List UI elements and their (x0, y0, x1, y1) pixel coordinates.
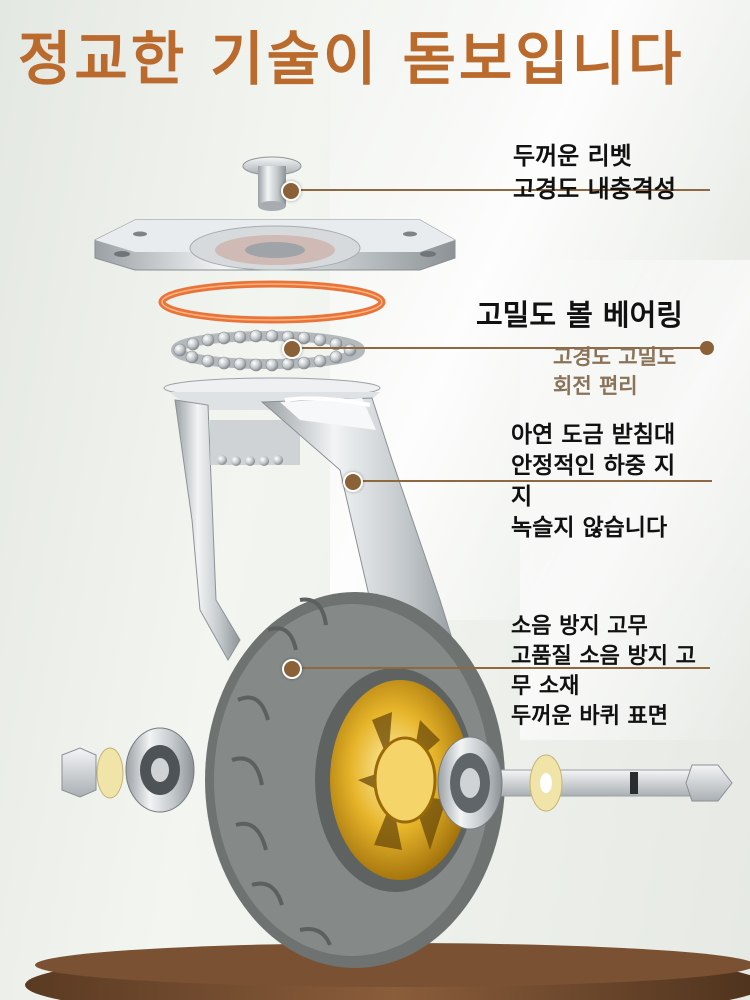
bearing-callout: 고경도 고밀도 회전 편리 (553, 343, 676, 401)
rubber-callout: 소음 방지 고무 고품질 소음 방지 고 무 소재 두꺼운 바퀴 표면 (511, 612, 696, 732)
rivet-callout: 두꺼운 리벳 고경도 내충격성 (513, 140, 676, 206)
rubber-callout-line: 소음 방지 고무 (511, 614, 648, 639)
rivet-callout-line: 고경도 내충격성 (513, 175, 676, 203)
rubber-leader-line (300, 667, 710, 669)
rivet-callout-line: 두꺼운 리벳 (513, 142, 632, 170)
ball-bearing-illustration (171, 329, 365, 372)
rivet-leader-line (290, 189, 710, 191)
bracket-callout-line: 지 (511, 484, 533, 510)
left-bearing-illustration (61, 727, 195, 813)
bearing-leader-line (300, 347, 708, 349)
bracket-callout-line: 아연 도금 받침대 (511, 422, 676, 448)
rubber-callout-line: 무 소재 (511, 674, 580, 699)
rivet-illustration (242, 156, 302, 211)
wheel-illustration (205, 592, 505, 968)
bracket-callout-line: 안정적인 하중 지 (511, 453, 676, 479)
mounting-plate-illustration (94, 219, 456, 271)
page-headline: 정교한 기술이 돋보입니다 (18, 25, 685, 93)
bearing-callout-title: 고밀도 볼 베어링 (476, 298, 683, 332)
bearing-callout-line: 회전 편리 (553, 374, 638, 398)
gasket-ring-illustration (158, 280, 386, 324)
bearing-dot (282, 339, 302, 359)
rubber-callout-line: 고품질 소음 방지 고 (511, 644, 696, 669)
bracket-leader-line (360, 480, 712, 482)
background-light-streak (520, 260, 750, 740)
rivet-dot (281, 181, 301, 201)
axle-bolt-illustration (437, 736, 733, 830)
wooden-base (25, 943, 750, 1000)
bearing-callout-line: 고경도 고밀도 (553, 345, 677, 369)
bracket-callout: 아연 도금 받침대 안정적인 하중 지 지 녹슬지 않습니다 (511, 420, 675, 544)
bracket-dot (343, 472, 363, 492)
rubber-dot (282, 659, 302, 679)
rubber-callout-line: 두꺼운 바퀴 표면 (511, 704, 668, 729)
bracket-callout-line: 녹슬지 않습니다 (511, 515, 668, 541)
bearing-end-dot (700, 341, 714, 355)
